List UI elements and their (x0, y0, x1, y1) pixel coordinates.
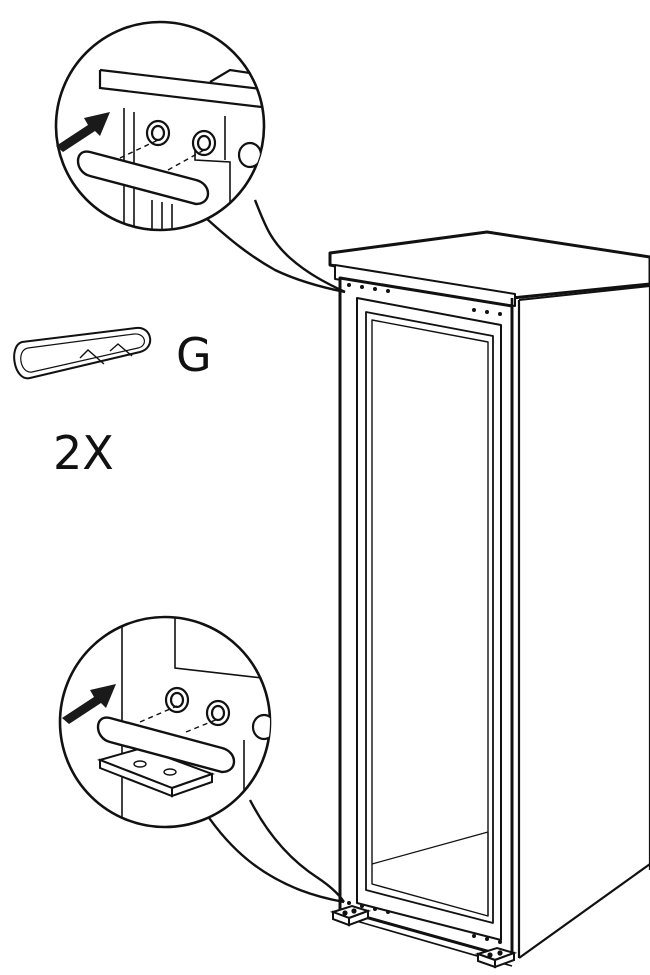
trim-bar-icon (13, 326, 151, 380)
bottom-detail-callout (58, 615, 345, 904)
frame-screw-holes (347, 283, 502, 944)
part-letter-label: G (176, 328, 212, 382)
arrow-icon (56, 112, 110, 152)
appliance-cabinet (328, 230, 650, 967)
quantity-label: 2X (53, 426, 114, 480)
arrow-icon (62, 684, 116, 724)
top-detail-callout (54, 20, 346, 294)
cabinet-feet (329, 904, 518, 969)
